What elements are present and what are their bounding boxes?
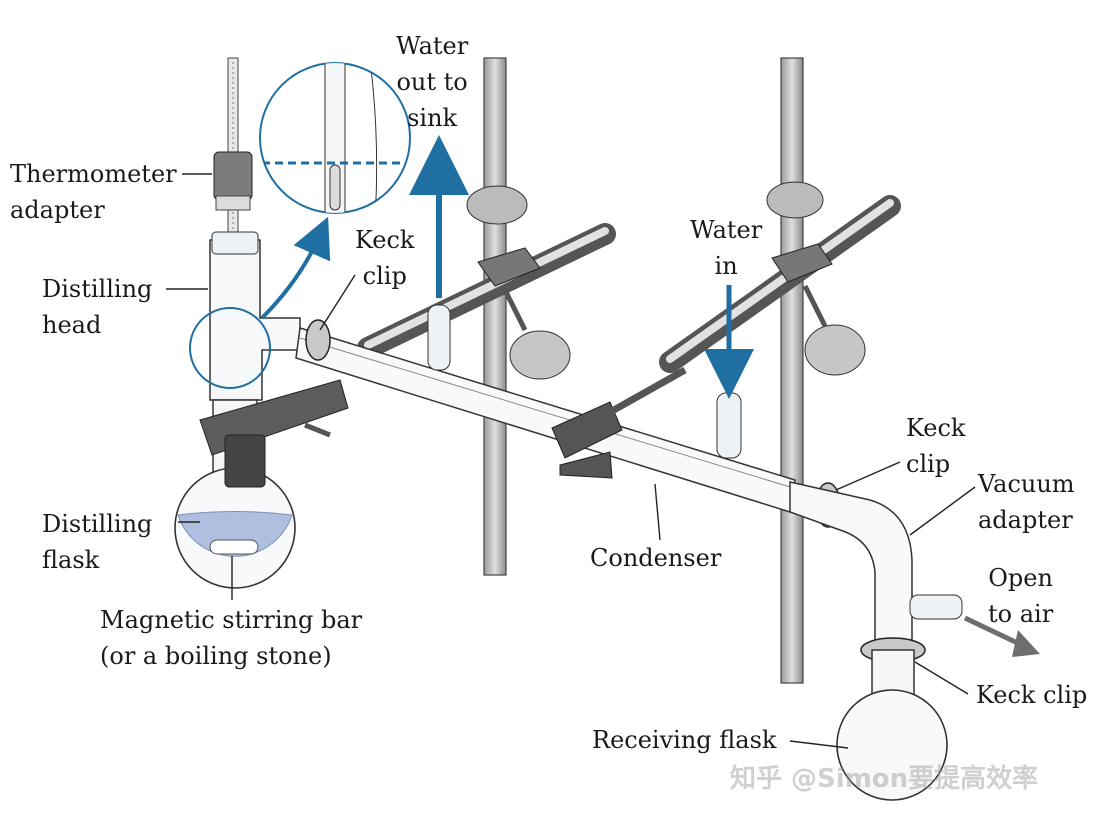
stirring-bar <box>209 539 259 555</box>
condenser-inner-tube <box>299 337 801 491</box>
keck-clip-top <box>305 319 331 361</box>
label-receiving-flask: Receiving flask <box>592 726 777 754</box>
clamp-screw <box>802 284 828 328</box>
distilling-head <box>209 239 301 401</box>
vacuum-adapter <box>789 481 913 641</box>
leader-receiving <box>789 740 849 749</box>
support-rod-right <box>780 57 804 684</box>
watermark: 知乎 @Simon要提高效率 <box>730 764 1039 794</box>
clamp-disc <box>509 330 571 380</box>
clamp-disc <box>804 324 866 376</box>
label-keck-clip-bottom: Keck clip <box>976 681 1088 709</box>
water-inlet-nipple <box>716 392 742 459</box>
flask-liquid <box>177 511 293 557</box>
water-outlet-nipple <box>427 304 451 371</box>
label-stirring-bar: Magnetic stirring bar(or a boiling stone… <box>100 606 363 670</box>
thermometer-adapter <box>213 151 253 201</box>
leader-vacuum <box>909 486 976 536</box>
zoom-detail-small <box>189 307 271 389</box>
leader-condenser <box>654 483 661 541</box>
clamp-screw <box>502 288 528 332</box>
receiving-flask-neck <box>871 649 915 696</box>
boss-head <box>771 243 833 283</box>
clamp-disc <box>766 181 824 219</box>
leader-keck-bottom <box>914 661 969 695</box>
boss-head <box>477 247 541 287</box>
crossbar-right-shine <box>666 199 894 363</box>
condenser-clamp <box>551 401 623 459</box>
receiving-flask <box>836 689 948 801</box>
open-to-air-arrowhead <box>1012 630 1040 657</box>
leader-keck-top <box>319 274 356 331</box>
crossbar-left-shine <box>364 227 609 349</box>
clamp-disc <box>466 185 528 225</box>
zoom-pointer-arrow <box>260 216 331 320</box>
flask-clamp-jaw <box>224 434 266 488</box>
leader-keck-right <box>835 461 901 491</box>
vacuum-side-arm <box>909 594 963 620</box>
label-condenser: Condenser <box>590 544 722 572</box>
support-rod-left <box>483 57 507 576</box>
